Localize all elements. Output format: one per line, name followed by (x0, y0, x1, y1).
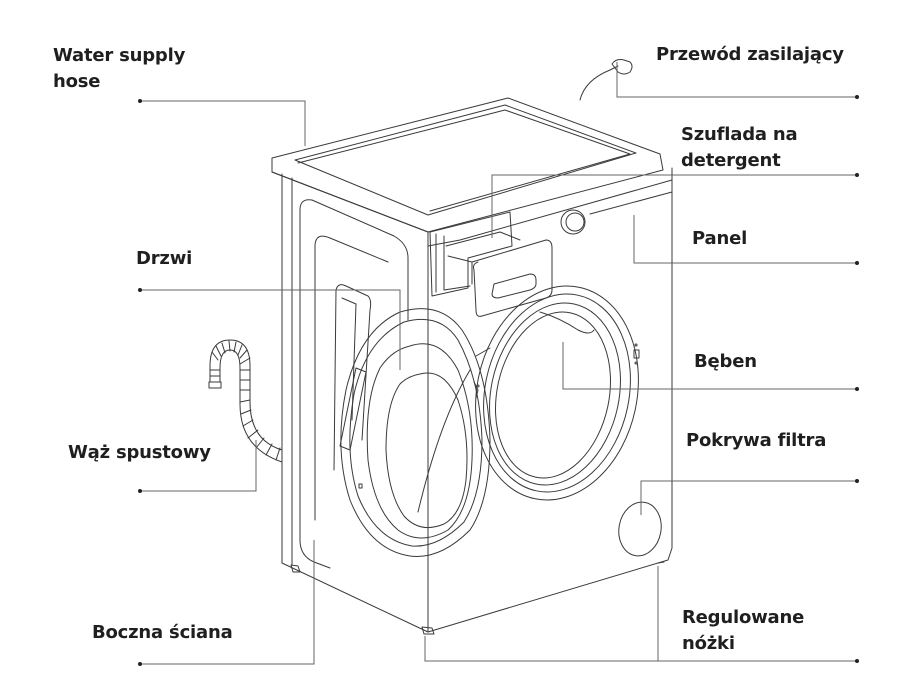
power-cord (579, 65, 619, 101)
machine-front (427, 167, 673, 633)
label-line: Bęben (694, 351, 757, 372)
leader-dot (138, 662, 142, 666)
leader-dot (138, 489, 142, 493)
leader-drum (562, 342, 857, 390)
machine-top (271, 97, 664, 233)
leader-detergent-drawer (491, 174, 857, 238)
foot-left (290, 564, 301, 573)
label-line: Przewód zasilający (656, 44, 844, 65)
leader-power-cord (616, 62, 857, 98)
label-water-supply-hose: Water supply hose (53, 43, 185, 95)
leader-panel (633, 215, 857, 264)
foot-front (421, 626, 435, 635)
door (339, 308, 491, 557)
leader-dot (855, 173, 859, 177)
label-line: Drzwi (136, 248, 193, 269)
label-drain-hose: Wąż spustowy (68, 440, 211, 466)
leader-drain-hose (140, 440, 257, 492)
leader-dot (855, 261, 859, 265)
leader-water-supply-hose (140, 100, 306, 146)
label-drum: Bęben (694, 349, 757, 375)
leader-dot (855, 659, 859, 663)
leader-side-wall (140, 540, 315, 665)
leader-dot (855, 95, 859, 99)
leader-dots (138, 95, 859, 666)
leader-dot (855, 387, 859, 391)
foot-right (657, 561, 665, 564)
leader-dot (138, 288, 142, 292)
leader-door (140, 289, 401, 370)
label-filter-cover: Pokrywa filtra (686, 428, 826, 454)
drum-ring-outer (475, 285, 639, 501)
drain-hose (208, 339, 283, 463)
label-line: Wąż spustowy (68, 442, 211, 463)
label-line: Pokrywa filtra (686, 430, 827, 451)
filter-cover (618, 501, 662, 557)
label-panel: Panel (692, 226, 747, 252)
leader-adjustable-feet (424, 636, 857, 662)
leader-lines (140, 62, 857, 665)
label-line: Panel (692, 228, 748, 249)
door-handle (339, 367, 367, 451)
detergent-drawer (429, 211, 513, 297)
label-power-cord: Przewód zasilający (656, 42, 844, 68)
label-detergent-drawer: Szuflada na detergent (681, 122, 798, 174)
label-door: Drzwi (136, 246, 192, 272)
door-lock (633, 349, 640, 359)
label-line: Szuflada na (681, 124, 798, 145)
machine-side-wall (281, 173, 429, 633)
leader-dot (138, 99, 142, 103)
leader-filter-cover (640, 480, 857, 515)
label-line: Regulowane (682, 607, 805, 628)
label-adjustable-feet: Regulowane nóżki (682, 605, 804, 657)
washing-machine-illustration (208, 59, 673, 635)
label-line: hose (53, 71, 101, 92)
program-knob (560, 209, 586, 235)
label-side-wall: Boczna ściana (92, 620, 233, 646)
leader-dot (855, 479, 859, 483)
label-line: nóżki (682, 633, 735, 654)
label-line: detergent (681, 150, 781, 171)
label-line: Water supply (53, 45, 186, 66)
label-line: Boczna ściana (92, 622, 233, 643)
